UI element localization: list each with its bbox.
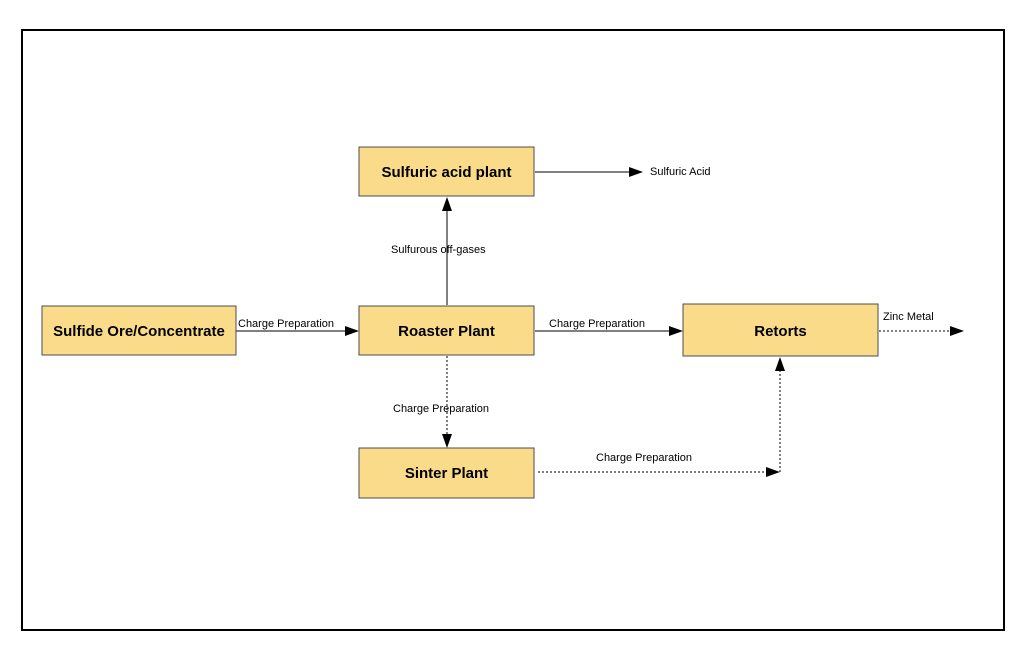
edge-label-roaster-to-acid-plant: Sulfurous off-gases [391,244,486,256]
edge-label-sinter-to-retorts: Charge Preparation [596,452,692,464]
node-label-sulfuric-acid-plant: Sulfuric acid plant [381,164,511,181]
edge-label-retorts-output: Zinc Metal [883,311,934,323]
node-label-retorts: Retorts [754,323,807,340]
edge-acid-output [535,167,643,177]
edge-label-roaster-to-sinter: Charge Preparation [393,403,489,415]
edge-label-acid-output: Sulfuric Acid [650,166,711,178]
edge-roaster-to-retorts [535,326,683,336]
edge-label-roaster-to-retorts: Charge Preparation [549,318,645,330]
node-sulfide-ore-concentrate: Sulfide Ore/Concentrate [41,305,237,356]
edge-roaster-to-sinter [442,356,452,448]
edge-ore-to-roaster [236,326,359,336]
node-label-sulfide-ore-concentrate: Sulfide Ore/Concentrate [53,323,225,340]
node-retorts: Retorts [682,303,879,357]
node-roaster-plant: Roaster Plant [358,305,535,356]
node-sulfuric-acid-plant: Sulfuric acid plant [358,146,535,197]
diagram-frame [21,29,1005,631]
node-label-sinter-plant: Sinter Plant [405,465,488,482]
edge-label-ore-to-roaster: Charge Preparation [238,318,334,330]
node-label-roaster-plant: Roaster Plant [398,323,495,340]
node-sinter-plant: Sinter Plant [358,447,535,499]
edge-retorts-output [879,326,964,336]
edge-roaster-to-acid-plant [442,197,452,305]
edge-sinter-to-retorts [538,357,785,477]
